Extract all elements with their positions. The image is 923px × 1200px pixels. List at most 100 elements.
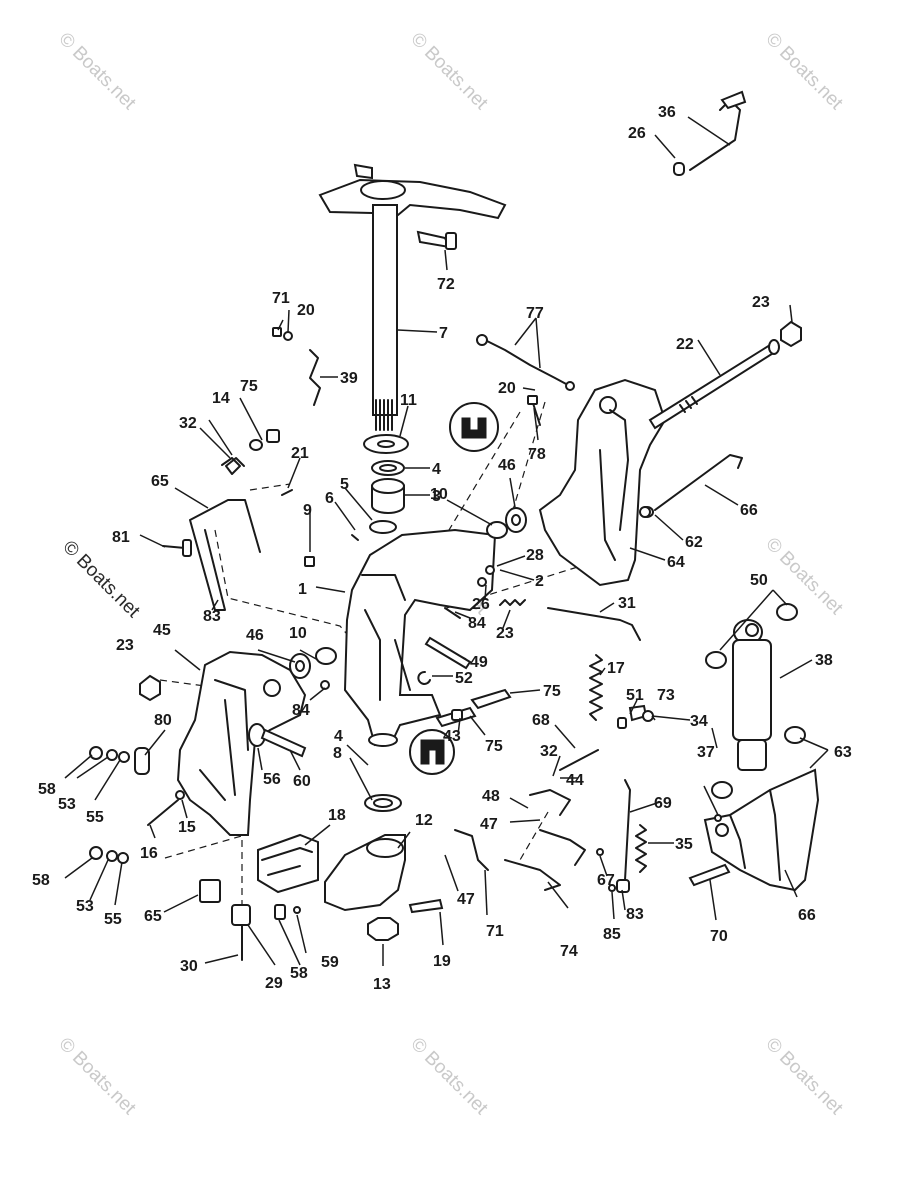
callout-label: 46: [498, 457, 516, 474]
callout-label: 67: [597, 872, 615, 889]
callout-label: 22: [676, 336, 694, 353]
callout-label: 68: [532, 712, 550, 729]
callout-label: 65: [151, 473, 169, 490]
trim-block: [257, 833, 319, 894]
callout-label: 18: [328, 807, 346, 824]
callout-label: 55: [104, 911, 122, 928]
callout-label: 55: [86, 809, 104, 826]
callout-label: 48: [482, 788, 500, 805]
callout-label: 46: [246, 627, 264, 644]
callout-label: 50: [750, 572, 768, 589]
callout-label: 13: [373, 976, 391, 993]
trim-cylinder: [732, 619, 772, 771]
callout-label: 38: [815, 652, 833, 669]
callout-label: 28: [526, 547, 544, 564]
callout-label: 52: [455, 670, 473, 687]
callout-label: 16: [140, 845, 158, 862]
callout-label: 66: [798, 907, 816, 924]
callout-label: 69: [654, 795, 672, 812]
callout-label: 47: [457, 891, 475, 908]
callout-label: 51: [626, 687, 644, 704]
callout-label: 65: [144, 908, 162, 925]
callout-label: 58: [290, 965, 308, 982]
callout-label: 70: [710, 928, 728, 945]
callout-label: 29: [265, 975, 283, 992]
callout-label: 75: [240, 378, 258, 395]
callout-label: 9: [303, 502, 312, 519]
callout-label: 31: [618, 595, 636, 612]
callout-label: 23: [752, 294, 770, 311]
callout-label: 78: [528, 446, 546, 463]
callout-label: 58: [32, 872, 50, 889]
leader-lines: [64, 116, 829, 966]
callout-label: 34: [690, 713, 708, 730]
callout-label: 45: [153, 622, 171, 639]
callout-label: 23: [116, 637, 134, 654]
callout-label: 10: [289, 625, 307, 642]
stern-bracket-right: [538, 378, 667, 587]
callout-label: 20: [498, 380, 516, 397]
watermark: © Boats.net: [761, 1034, 847, 1120]
callout-label: 62: [685, 534, 703, 551]
callout-label: 36: [658, 104, 676, 121]
callout-label: 58: [38, 781, 56, 798]
callout-label: 5: [340, 476, 349, 493]
callout-label: 26: [472, 596, 490, 613]
watermark: © Boats.net: [761, 534, 847, 620]
callout-label: 12: [415, 812, 433, 829]
callout-label: 26: [628, 125, 646, 142]
callout-label: 44: [566, 772, 584, 789]
watermark: © Boats.net: [406, 29, 492, 115]
callout-label: 3: [432, 488, 441, 505]
callout-label: 56: [263, 771, 281, 788]
callouts: 36 26 72 7 71 20 39 75 14 32 11 4 3 5 6 …: [32, 104, 852, 993]
callout-label: 77: [526, 305, 544, 322]
callout-label: 60: [293, 773, 311, 790]
callout-label: 8: [333, 745, 342, 762]
callout-label: 83: [203, 608, 221, 625]
callout-label: 7: [439, 325, 448, 342]
callout-label: 19: [433, 953, 451, 970]
callout-label: 32: [179, 415, 197, 432]
watermark: © Boats.net: [761, 29, 847, 115]
callout-label: 81: [112, 529, 130, 546]
callout-label: 47: [480, 816, 498, 833]
callout-label: 15: [178, 819, 196, 836]
callout-label: 64: [667, 554, 685, 571]
callout-label: 59: [321, 954, 339, 971]
callout-label: 2: [535, 573, 544, 590]
callout-label: 4: [334, 728, 343, 745]
callout-label: 75: [543, 683, 561, 700]
callout-label: 39: [340, 370, 358, 387]
seal-detail-icon: [409, 729, 455, 775]
watermark: © Boats.net: [58, 537, 144, 623]
watermark: © Boats.net: [54, 29, 140, 115]
mounting-bracket: [703, 768, 820, 892]
parts: [89, 90, 820, 961]
callout-label: 71: [272, 290, 290, 307]
callout-label: 23: [496, 625, 514, 642]
callout-label: 30: [180, 958, 198, 975]
callout-label: 14: [212, 390, 230, 407]
watermark: © Boats.net: [406, 1034, 492, 1120]
callout-label: 11: [400, 392, 417, 409]
swivel-bracket: [343, 528, 497, 747]
callout-label: 10: [430, 486, 448, 503]
callout-label: 84: [468, 615, 486, 632]
callout-label: 32: [540, 743, 558, 760]
callout-label: 49: [470, 654, 488, 671]
callout-label: 43: [443, 728, 461, 745]
callout-label: 71: [486, 923, 504, 940]
steering-arm-shaft: [318, 163, 507, 431]
seal-detail-icon: [449, 402, 499, 452]
callout-label: 75: [485, 738, 503, 755]
callout-label: 84: [292, 702, 310, 719]
callout-label: 4: [432, 461, 441, 478]
callout-label: 74: [560, 943, 578, 960]
watermark: © Boats.net: [54, 1034, 140, 1120]
callout-label: 53: [58, 796, 76, 813]
callout-label: 83: [626, 906, 644, 923]
callout-label: 73: [657, 687, 675, 704]
